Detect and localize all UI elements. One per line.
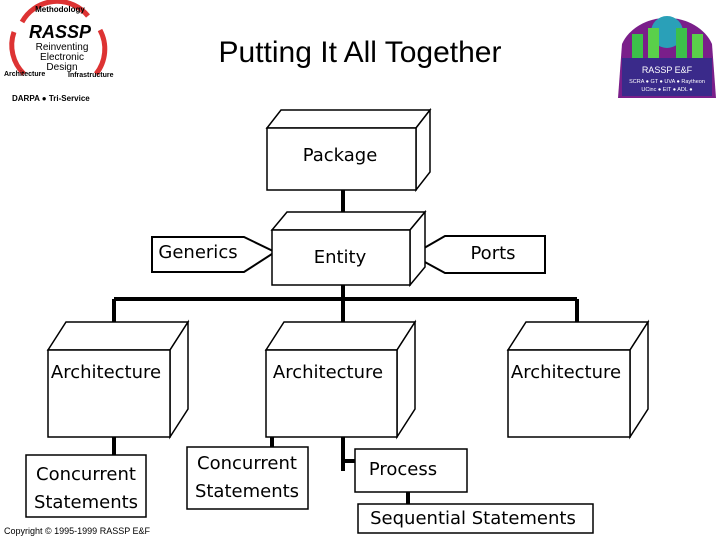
architecture-middle-front: [265, 349, 398, 438]
concurrent-middle-line-2: Statements: [195, 481, 299, 502]
logo-architecture: Architecture: [4, 71, 45, 78]
entity-box-top: [270, 211, 427, 231]
connectors: [112, 190, 579, 504]
architecture-right-top: [506, 321, 650, 351]
rassp-ef-logo: RASSP E&F SCRA ● GT ● UVA ● Raytheon UCi…: [618, 16, 716, 98]
logo-line-1: Reinventing: [36, 42, 89, 53]
concurrent-statements-middle: Concurrent Statements: [186, 446, 309, 510]
logo-ef-figure-4: [692, 34, 703, 58]
process-label: Process: [369, 459, 437, 480]
process-node: Process: [354, 448, 468, 493]
generics-label: Generics: [158, 242, 237, 263]
concurrent-middle-line-1: Concurrent: [197, 453, 297, 474]
logo-methodology: Methodology: [35, 5, 85, 14]
architecture-box-left: Architecture: [46, 319, 190, 440]
logo-ef-line-1: SCRA ● GT ● UVA ● Raytheon: [629, 79, 705, 85]
logo-ef-title: RASSP E&F: [642, 65, 693, 75]
concurrent-left-line-2: Statements: [34, 492, 138, 513]
concurrent-statements-left: Concurrent Statements: [25, 454, 147, 518]
logo-rassp: RASSP: [29, 22, 92, 42]
rassp-logo: Methodology RASSP Reinventing Electronic…: [4, 0, 114, 103]
package-box-top: [265, 109, 432, 129]
logo-arc-top: [19, 0, 90, 24]
architecture-left-top: [46, 321, 190, 351]
ports-label: Ports: [470, 243, 515, 264]
architecture-middle-top: [264, 321, 417, 351]
entity-box-front: [271, 229, 411, 286]
architecture-right-label: Architecture: [511, 362, 621, 383]
logo-ef-figure-2: [648, 28, 659, 58]
concurrent-left-box: [25, 454, 147, 518]
logo-arc-left: [9, 31, 26, 76]
entity-label: Entity: [314, 247, 367, 268]
logo-ef-band: [622, 58, 712, 96]
logo-infrastructure: Infrastructure: [68, 72, 114, 79]
package-box-front: [266, 127, 417, 191]
logo-line-3: Design: [46, 62, 77, 73]
process-box: [354, 448, 468, 493]
logo-ef-figure-3: [676, 28, 687, 58]
entity-box: Entity: [270, 209, 427, 288]
logo-arc-right: [93, 28, 108, 76]
concurrent-middle-box: [186, 446, 309, 510]
architecture-right-front: [507, 349, 631, 438]
architecture-middle-label: Architecture: [273, 362, 383, 383]
sequential-statements-node: Sequential Statements: [357, 503, 594, 534]
architecture-box-right: Architecture: [506, 319, 650, 440]
logo-ef-line-2: UCinc ● EIT ● ADL ●: [641, 87, 692, 93]
ports-pointer: [409, 235, 546, 274]
page-title: Putting It All Together: [218, 36, 502, 69]
logo-darpa: DARPA ● Tri-Service: [12, 94, 90, 103]
generics-pointer: [151, 236, 278, 273]
architecture-left-label: Architecture: [51, 362, 161, 383]
sequential-box: [357, 503, 594, 534]
copyright-footer: Copyright © 1995-1999 RASSP E&F: [4, 526, 151, 536]
logo-line-2: Electronic: [40, 52, 84, 63]
concurrent-left-line-1: Concurrent: [36, 464, 136, 485]
sequential-label: Sequential Statements: [370, 508, 576, 529]
architecture-box-middle: Architecture: [264, 319, 417, 440]
logo-ef-figure-1: [632, 34, 643, 58]
package-box: Package: [265, 107, 432, 193]
package-label: Package: [303, 145, 378, 166]
architecture-left-front: [47, 349, 171, 438]
